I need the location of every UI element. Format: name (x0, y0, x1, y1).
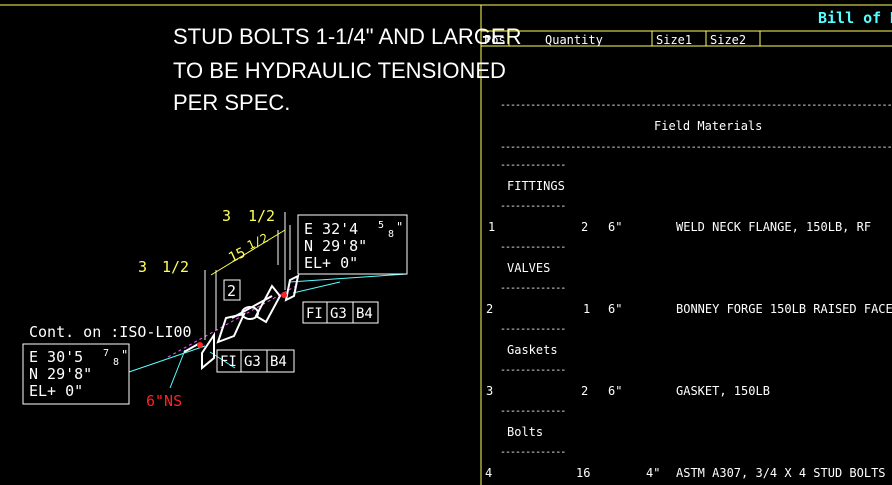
weld-point-top (281, 292, 287, 298)
leader-top-coord (289, 273, 408, 283)
bom-row-pos: 3 (486, 384, 493, 398)
bom-header-pos: Pos (484, 33, 506, 47)
bom-title: Bill of M (818, 9, 892, 27)
bom-row[interactable]: 2 1 6" BONNEY FORGE 150LB RAISED FACE (486, 302, 892, 316)
note-line-3: PER SPEC. (173, 90, 290, 115)
coord-bottom-e: E 30'5 (29, 348, 83, 366)
bom-dash-short: ------------- (500, 201, 565, 212)
svg-text:3: 3 (222, 207, 231, 225)
svg-text:3: 3 (138, 258, 147, 276)
coord-bottom-n: N 29'8" (29, 365, 92, 383)
spec-tag-bottom-b4: B4 (270, 354, 287, 370)
coord-top-el: EL+ 0" (304, 254, 358, 272)
bom-row-pos: 1 (488, 220, 495, 234)
item-tag-2: 2 (223, 279, 241, 301)
leader-top-tag (292, 281, 341, 294)
leader-size (169, 349, 186, 389)
coord-top-e: E 32'4 (304, 220, 358, 238)
bom-row-desc: BONNEY FORGE 150LB RAISED FACE (676, 302, 892, 316)
spec-tag-top-g3: G3 (330, 306, 347, 322)
spec-tag-bottom-g3: G3 (244, 354, 261, 370)
dim-diag-frac: 1/2 (245, 231, 271, 253)
spec-tag-top-b4: B4 (356, 306, 373, 322)
dim-upper-left: 3 1/2 (222, 207, 275, 225)
bom-dash-short: ------------- (500, 365, 565, 376)
bom-row[interactable]: 1 2 6" WELD NECK FLANGE, 150LB, RF (488, 220, 871, 234)
valve-body-left (216, 312, 246, 344)
bom-dash-short: ------------- (500, 406, 565, 417)
flange-top (284, 274, 300, 302)
coord-bottom-el: EL+ 0" (29, 382, 83, 400)
bom-section-title: Field Materials (654, 119, 762, 133)
dim-diagonal: 15 1/2 (226, 231, 271, 267)
spec-tag-top-fi: FI (306, 306, 323, 322)
bom-row-size2: 4" (646, 466, 660, 480)
valve-body-right (254, 284, 282, 324)
pipe-centerline (167, 285, 297, 358)
bom-row-size1: 6" (608, 302, 622, 316)
bom-dash-line: ----------------------------------------… (500, 142, 892, 153)
note-line-2: TO BE HYDRAULIC TENSIONED (173, 58, 506, 83)
coord-bottom-e-tail: " (121, 348, 128, 362)
bom-row-qty: 2 (581, 384, 588, 398)
general-note: STUD BOLTS 1-1/4" AND LARGER TO BE HYDRA… (173, 24, 522, 115)
weld-point-bottom (197, 342, 203, 348)
bom-dash-line: ----------------------------------------… (500, 100, 892, 111)
dimension-extension-lines (204, 212, 291, 340)
bom-row-size1: 6" (608, 220, 622, 234)
spec-tag-bottom-fi: FI (220, 354, 237, 370)
coord-box-top: E 32'4 5 8 " N 29'8" EL+ 0" (297, 214, 408, 275)
bom-dash-short: ------------- (500, 324, 565, 335)
bom-header-quantity: Quantity (545, 33, 603, 47)
bom-row-pos: 4 (485, 466, 492, 480)
flange-bottom (201, 331, 215, 371)
leader-bottom-coord (128, 345, 206, 373)
bom-dash-short: ------------- (500, 447, 565, 458)
bom-row-size1: 6" (608, 384, 622, 398)
pipe-spool (183, 274, 300, 371)
bom-row-desc: ASTM A307, 3/4 X 4 STUD BOLTS (676, 466, 886, 480)
svg-text:15: 15 (226, 245, 248, 267)
pipe-size-label: 6"NS (146, 392, 182, 410)
bom-row-qty: 2 (581, 220, 588, 234)
bom-header-size1: Size1 (656, 33, 692, 47)
svg-text:2: 2 (227, 282, 236, 300)
bom-dash-short: ------------- (500, 160, 565, 171)
coord-bottom-e-num: 7 (103, 348, 109, 359)
bom-row-desc: WELD NECK FLANGE, 150LB, RF (676, 220, 871, 234)
dim-upper-left-frac: 1/2 (248, 207, 275, 225)
coord-top-e-num: 5 (378, 220, 384, 231)
dim-lower-left: 3 1/2 (138, 258, 189, 276)
coord-box-bottom: E 30'5 7 8 " N 29'8" EL+ 0" (22, 343, 130, 405)
coord-top-n: N 29'8" (304, 237, 367, 255)
bom-group-name: Bolts (507, 425, 543, 439)
coord-top-e-tail: " (396, 220, 403, 234)
bom-group-name: VALVES (507, 261, 550, 275)
bom-group-name: FITTINGS (507, 179, 565, 193)
note-line-1: STUD BOLTS 1-1/4" AND LARGER (173, 24, 522, 49)
bill-of-materials: Bill of M Pos Quantity Size1 Size2 -----… (481, 9, 892, 480)
bom-row[interactable]: 3 2 6" GASKET, 150LB (486, 384, 770, 398)
bom-header-size2: Size2 (710, 33, 746, 47)
bom-group-name: Gaskets (507, 343, 558, 357)
bom-dash-short: ------------- (500, 283, 565, 294)
bom-dash-short: ------------- (500, 242, 565, 253)
coord-top-e-den: 8 (388, 229, 394, 240)
bom-row-pos: 2 (486, 302, 493, 316)
spec-tag-top: FI G3 B4 (302, 301, 379, 324)
coord-bottom-e-den: 8 (113, 357, 119, 368)
bom-row[interactable]: 4 16 4" ASTM A307, 3/4 X 4 STUD BOLTS (485, 466, 886, 480)
bom-row-desc: GASKET, 150LB (676, 384, 770, 398)
continuation-label: Cont. on :ISO-LI00 (29, 323, 192, 341)
bom-row-qty: 1 (583, 302, 590, 316)
spec-tag-bottom: FI G3 B4 (216, 349, 295, 373)
dim-lower-left-frac: 1/2 (162, 258, 189, 276)
bom-row-qty: 16 (576, 466, 590, 480)
valve-stem-line (231, 295, 273, 319)
